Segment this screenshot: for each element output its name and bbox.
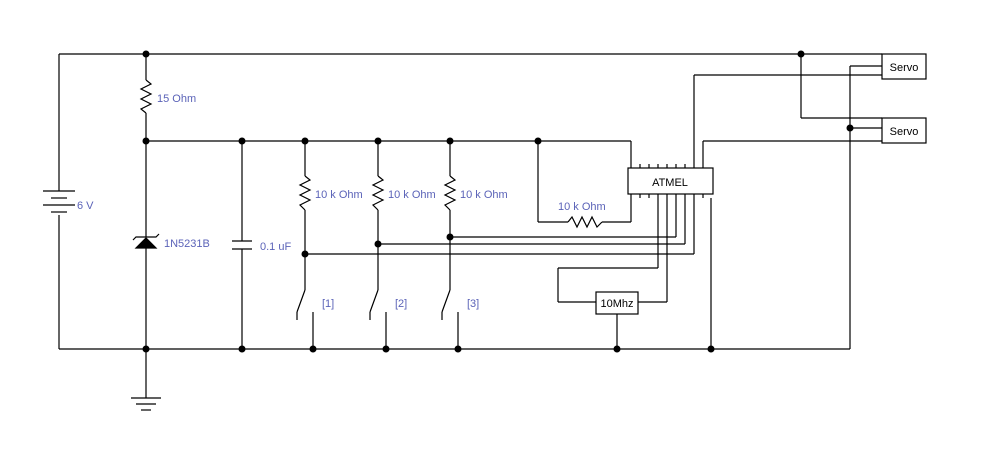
switch-label-2: [2] — [395, 298, 407, 310]
mcu-pin-wires — [557, 198, 695, 303]
pullup-label-3: 10 k Ohm — [460, 189, 508, 201]
mcu-label: ATMEL — [652, 177, 688, 189]
switch-2: [2] — [369, 289, 407, 349]
feedback-resistor: 10 k Ohm — [537, 141, 632, 229]
pullup-label-1: 10 k Ohm — [315, 189, 363, 201]
switch-signal-wires — [305, 236, 694, 255]
servo-label-2: Servo — [890, 126, 919, 138]
pullup-label-2: 10 k Ohm — [388, 189, 436, 201]
capacitor-label: 0.1 uF — [260, 241, 291, 253]
feedback-resistor-label: 10 k Ohm — [558, 201, 606, 213]
battery-label: 6 V — [77, 200, 94, 212]
battery-6v: 6 V — [43, 54, 94, 349]
zener-label: 1N5231B — [164, 238, 210, 250]
pullup-resistor-3: 10 k Ohm — [443, 141, 508, 290]
resistor-15-ohm: 15 Ohm — [139, 54, 196, 141]
resistor-main-label: 15 Ohm — [157, 93, 196, 105]
atmel-mcu: ATMEL — [627, 164, 714, 198]
switch-label-1: [1] — [322, 298, 334, 310]
ground-symbol — [131, 349, 161, 411]
pullup-resistor-1: 10 k Ohm — [298, 141, 363, 290]
servo-1: Servo — [881, 53, 927, 80]
servo-label-1: Servo — [890, 62, 919, 74]
servo-wiring — [693, 54, 882, 349]
junction-dots — [142, 50, 854, 353]
crystal-10mhz: 10Mhz — [595, 291, 639, 349]
servo-2: Servo — [881, 117, 927, 144]
switch-label-3: [3] — [467, 298, 479, 310]
switch-1: [1] — [296, 289, 334, 349]
crystal-label: 10Mhz — [600, 298, 633, 310]
pullup-resistor-2: 10 k Ohm — [371, 141, 436, 290]
switch-3: [3] — [441, 289, 479, 349]
zener-diode: 1N5231B — [132, 141, 210, 349]
capacitor-0-1uf: 0.1 uF — [232, 141, 291, 349]
